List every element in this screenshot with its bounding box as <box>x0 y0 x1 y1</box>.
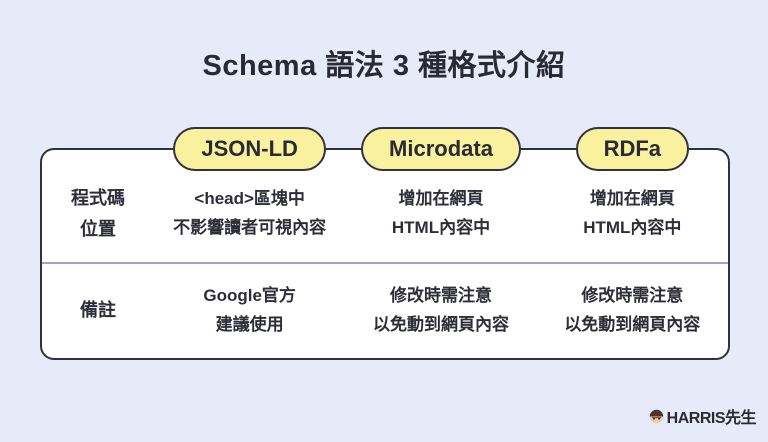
row-divider <box>42 262 728 264</box>
column-header-row: JSON-LD Microdata RDFa <box>42 127 728 172</box>
brand-logo-text: HARRIS先生 <box>666 410 757 427</box>
cell-json-ld-notes: Google官方 建議使用 <box>203 285 296 334</box>
column-header-rdfa: RDFa <box>575 127 690 172</box>
cell-microdata-notes: 修改時需注意 以免動到網頁內容 <box>372 285 509 334</box>
page-title: Schema 語法 3 種格式介紹 <box>202 50 566 82</box>
row-label-notes: 備註 <box>80 300 116 321</box>
table-row-code-location: 程式碼 位置 <head>區塊中 不影響讀者可視內容 增加在網頁 HTML內容中… <box>42 150 728 262</box>
harris-face-icon <box>649 409 664 424</box>
header-spacer <box>42 127 154 171</box>
comparison-card: JSON-LD Microdata RDFa 程式碼 位置 <head>區塊中 … <box>40 127 730 360</box>
cell-microdata-location: 增加在網頁 HTML內容中 <box>391 189 491 237</box>
row-label-code-location: 程式碼 位置 <box>71 188 125 239</box>
cell-rdfa-location: 增加在網頁 HTML內容中 <box>583 189 682 237</box>
column-header-json-ld: JSON-LD <box>173 127 326 172</box>
table-row-notes: 備註 Google官方 建議使用 修改時需注意 以免動到網頁內容 修改時需注意 … <box>42 264 728 357</box>
cell-json-ld-location: <head>區塊中 不影響讀者可視內容 <box>173 189 327 237</box>
cell-rdfa-notes: 修改時需注意 以免動到網頁內容 <box>564 285 701 334</box>
column-header-microdata: Microdata <box>361 127 521 172</box>
brand-logo: HARRIS先生 <box>649 404 757 428</box>
